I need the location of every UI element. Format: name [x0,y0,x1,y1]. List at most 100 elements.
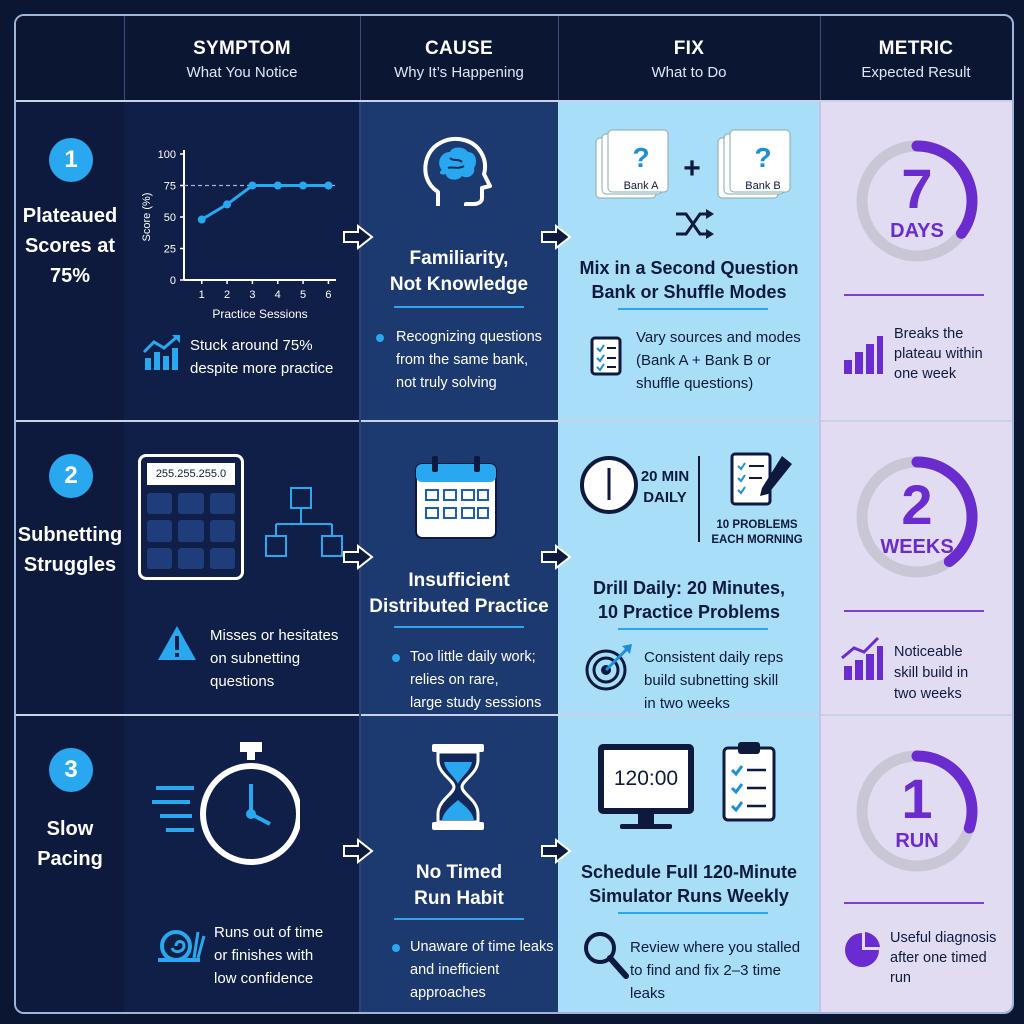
header-metric-title: METRIC [878,38,954,59]
cause-title: Insufficient Distributed Practice [360,568,558,620]
cause-note-line: and inefficient [410,962,500,978]
chart-x-axis-label: Practice Sessions [212,307,307,321]
symptom-note-line: Misses or hesitates [210,627,339,644]
shuffle-icon [676,209,714,239]
cause-note: Unaware of time leaks and inefficient ap… [410,936,553,1005]
header-fix-title: FIX [673,38,705,59]
symptom-note-line: questions [210,673,275,690]
progress-ring [856,456,978,578]
metric-note-line: one week [894,366,957,382]
calculator-key [147,493,173,515]
header-row: SYMPTOM What You Notice CAUSE Why It’s H… [16,16,1012,102]
symptom-title: Slow Pacing [16,814,124,874]
cause-note: Recognizing questions from the same bank… [396,326,542,395]
header-divider [558,16,559,100]
symptom-note: Stuck around 75% despite more practice [190,334,333,380]
calculator-key [209,493,235,515]
arrow-right-icon [343,838,374,864]
card-label-bank-b: Bank B [745,180,781,192]
chart-x-tick-label: 1 [199,289,205,301]
cause-title-line: Distributed Practice [369,596,549,617]
fix-note-line: (Bank A + Bank B or [636,352,771,369]
cause-note-line: Too little daily work; [410,649,536,665]
metric-column [820,16,1012,1012]
chart-x-tick-label: 3 [249,289,255,301]
metric-unit: RUN [895,830,939,852]
calculator-key [209,547,235,569]
warning-icon [158,626,196,660]
cause-title: Familiarity, Not Knowledge [360,246,558,298]
calculator-display: 255.255.255.0 [147,463,235,485]
fix-underline [618,308,768,310]
fix-title: Schedule Full 120-Minute Simulator Runs … [558,860,820,908]
fix-note-line: Consistent daily reps [644,649,784,666]
metric-note-line: Useful diagnosis [890,930,997,946]
ring-progress-arc [911,750,978,834]
cause-note-line: relies on rare, [410,672,499,688]
fix-title: Drill Daily: 20 Minutes, 10 Practice Pro… [558,576,820,624]
fix-note-line: leaks [630,985,666,1002]
fix-title-line: 10 Practice Problems [597,602,781,622]
progress-ring [856,140,978,262]
chart-data-point [299,181,308,190]
calculator-icon: 255.255.255.0 [138,454,244,580]
symptom-note-line: despite more practice [190,360,334,377]
header-cause: CAUSE Why It’s Happening [360,16,558,100]
fix-note: Consistent daily reps build subnetting s… [644,646,783,715]
monitor-icon: 120:00 [598,744,694,814]
monitor-screen-time: 120:00 [604,750,688,808]
chart-y-tick-label: 50 [164,212,176,224]
chart-y-tick-label: 25 [164,244,176,256]
network-diagram-icon [265,487,343,557]
chart-y-tick-label: 100 [158,149,176,161]
symptom-title-line: Plateaued [22,205,118,227]
magnifier-icon [584,932,629,979]
ring-progress-arc [911,140,978,239]
symptom-title: Subnetting Struggles [16,520,124,580]
symptom-note-line: low confidence [214,970,314,987]
fix-underline [618,912,768,914]
header-cause-subtitle: Why It’s Happening [394,64,524,81]
fix-problems-line: EACH MORNING [711,534,803,546]
calendar-icon [415,456,497,539]
infographic-frame: SYMPTOM What You Notice CAUSE Why It’s H… [14,14,1014,1014]
arrow-right-icon [541,838,572,864]
arrow-right-icon [343,544,374,570]
clipboard-checklist-icon [722,742,776,822]
fix-problems-line: 10 PROBLEMS [716,519,798,531]
calculator-key [147,520,173,542]
header-symptom: SYMPTOM What You Notice [124,16,360,100]
cause-note-line: from the same bank, [396,352,529,368]
chart-y-tick-label: 75 [164,181,176,193]
calculator-key [147,547,173,569]
metric-note-line: Breaks the [894,326,964,342]
calculator-key [178,520,204,542]
bullet-dot [376,334,384,342]
cause-note-line: large study sessions [410,695,542,711]
ring-progress-arc [911,456,978,567]
symptom-note-line: Stuck around 75% [190,337,313,354]
header-divider [124,16,125,100]
bar-chart-icon [844,336,883,374]
chart-x-tick-label: 2 [224,289,230,301]
metric-note: Useful diagnosis after one timed run [890,928,996,988]
symptom-title-line: Slow [46,818,94,840]
calculator-key [209,520,235,542]
fix-minutes-line: 20 MIN [640,468,690,485]
number-column [16,16,124,1012]
fix-title-line: Drill Daily: 20 Minutes, [592,578,786,598]
metric-note-line: after one timed [890,950,987,966]
header-metric: METRIC Expected Result [820,16,1012,100]
fix-note-line: Review where you stalled [630,939,801,956]
metric-note: Breaks the plateau within one week [894,324,983,384]
metric-note-line: Noticeable [894,644,963,660]
row-divider [16,714,1012,716]
fix-minutes-line: DAILY [643,489,687,506]
metric-note-line: run [890,970,911,986]
symptom-title-line: Subnetting [17,524,123,546]
symptom-note-line: on subnetting [210,650,301,667]
row-number-badge: 1 [49,138,93,182]
progress-ring [856,750,978,872]
monitor-stand [638,814,654,824]
arrow-right-icon [343,224,374,250]
